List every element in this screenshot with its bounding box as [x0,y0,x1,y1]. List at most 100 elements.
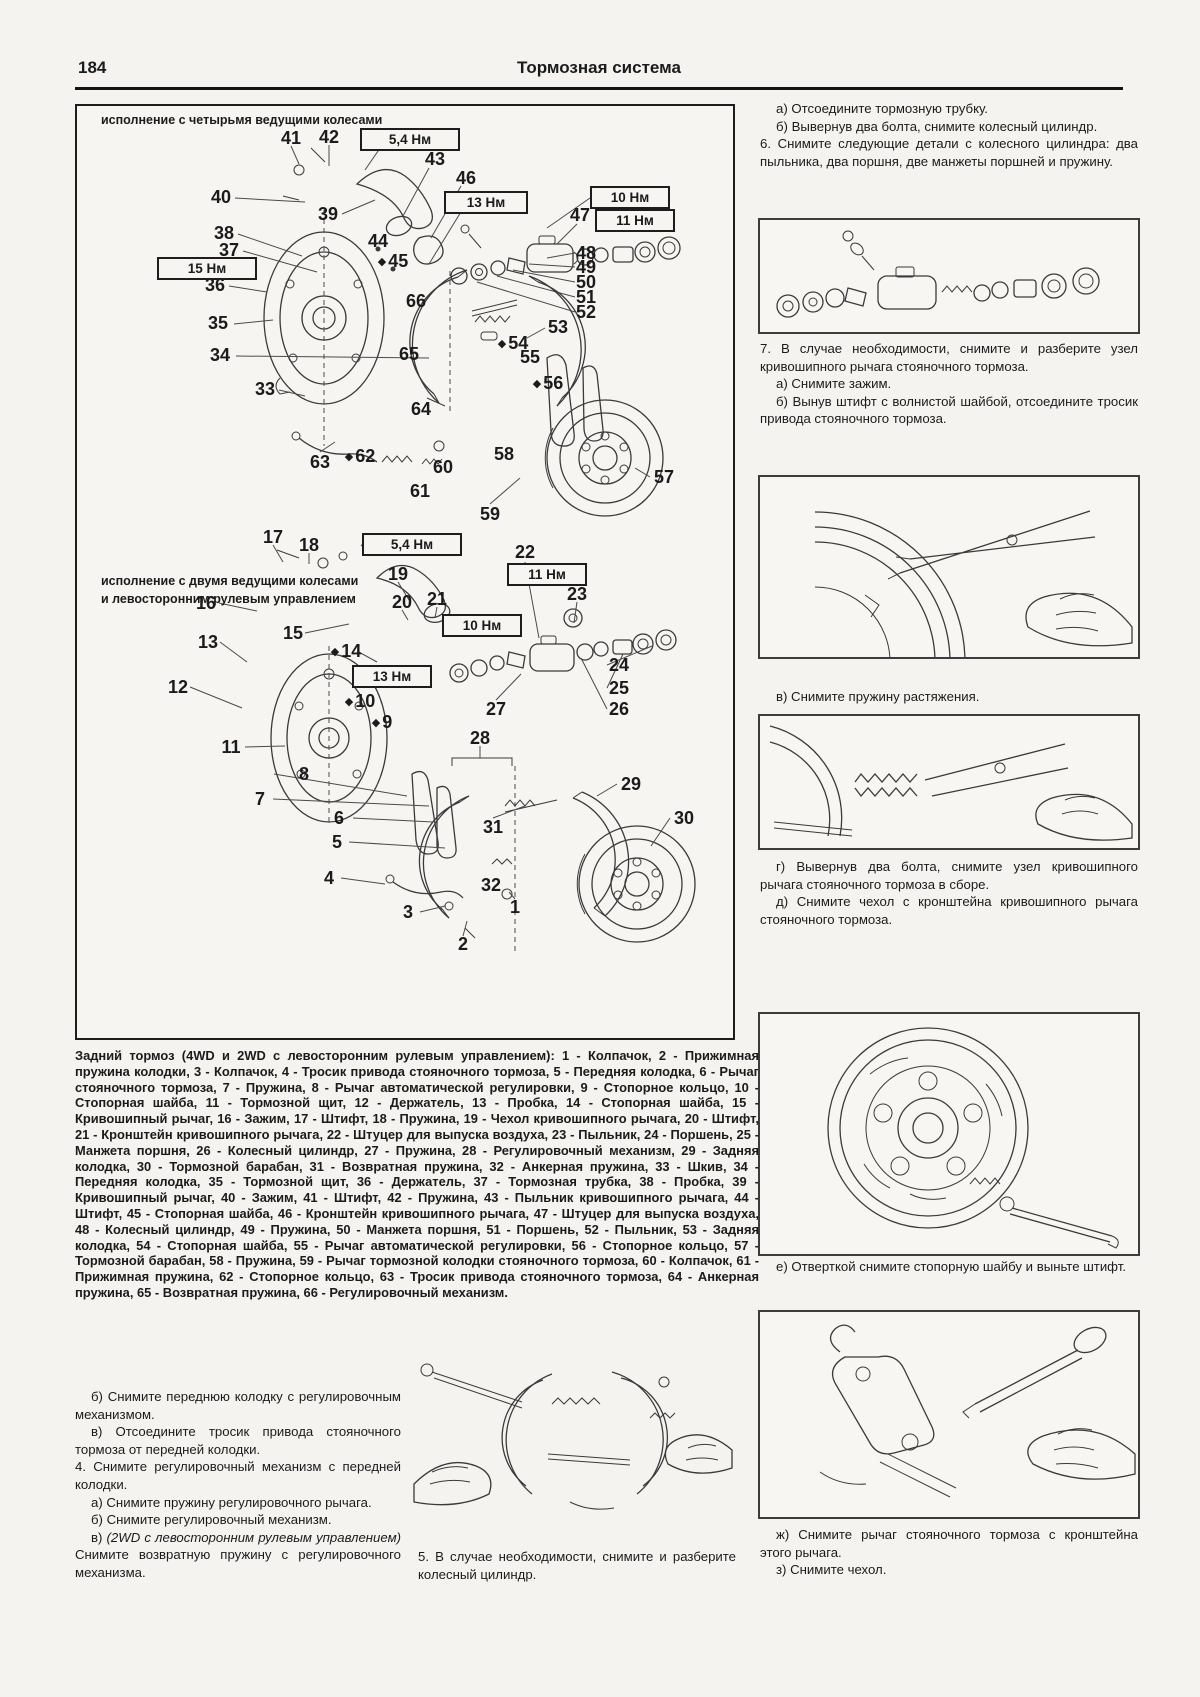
right-instructions-4: г) Вывернув два болта, снимите узел крив… [760,858,1138,928]
torque-label: 5,4 Нм [362,533,462,556]
callout-53: 53 [547,317,569,337]
legend-caption-text: Задний тормоз (4WD и 2WD с левосторонним… [75,1048,759,1300]
callout-62: ◆62 [344,446,376,466]
diagram-label-4wd: исполнение с четырьмя ведущими колесами [101,113,383,127]
callout-9: ◆9 [371,712,393,732]
callout-43: 43 [424,149,446,169]
callout-58: 58 [493,444,515,464]
callout-65: 65 [398,344,420,364]
torque-label: 15 Нм [157,257,257,280]
callout-44: 44 [367,231,389,251]
figure-clip-pin-removal [758,475,1140,659]
torque-label: 11 Нм [507,563,587,586]
instruction-line: г) Вывернув два болта, снимите узел крив… [760,859,1138,892]
right-instructions-2: 7. В случае необходимости, снимите и раз… [760,340,1138,428]
callout-10: ◆10 [344,691,376,711]
instruction-line: б) Вывернув два болта, снимите колесный … [776,118,1098,134]
callout-30: 30 [673,808,695,828]
callout-52: 52 [575,302,597,322]
callout-56: ◆56 [532,373,564,393]
callout-35: 35 [207,313,229,333]
callout-60: 60 [432,457,454,477]
callout-16: 16 [195,593,217,613]
torque-label: 5,4 Нм [360,128,460,151]
instruction-line: в) Отсоедините тросик привода стояночног… [75,1424,401,1457]
callout-26: 26 [608,699,630,719]
callout-4: 4 [323,868,335,888]
callout-25: 25 [608,678,630,698]
callout-39: 39 [317,204,339,224]
callout-33: 33 [254,379,276,399]
callout-28: 28 [469,728,491,748]
instruction-line: 7. В случае необходимости, снимите и раз… [760,341,1138,374]
rear-brake-exploded-diagram: исполнение с четырьмя ведущими колесами … [75,104,735,1040]
callout-22: 22 [514,542,536,562]
instruction-line: 6. Снимите следующие детали с колесного … [760,136,1138,169]
callout-29: 29 [620,774,642,794]
callout-8: 8 [298,764,310,784]
callout-19: 19 [387,564,409,584]
callout-41: 41 [280,128,302,148]
page-title: Тормозная система [517,58,681,77]
instruction-line: д) Снимите чехол с кронштейна кривошипно… [760,894,1138,927]
callout-51: 51 [575,287,597,307]
callout-45: ◆45 [377,251,409,271]
torque-label: 10 Нм [442,614,522,637]
callout-12: 12 [167,677,189,697]
page-number: 184 [78,58,107,77]
callout-49: 49 [575,257,597,277]
torque-label: 13 Нм [444,191,528,214]
callout-13: 13 [197,632,219,652]
callout-3: 3 [402,902,414,922]
callout-66: 66 [405,291,427,311]
callout-17: 17 [262,527,284,547]
right-instructions-1: а) Отсоедините тормозную трубку. б) Вывер… [760,100,1138,170]
callout-38: 38 [213,223,235,243]
torque-label: 10 Нм [590,186,670,209]
right-instructions-6: ж) Снимите рычаг стояночного тормоза с к… [760,1526,1138,1579]
callout-55: 55 [519,347,541,367]
legend-caption: Задний тормоз (4WD и 2WD с левосторонним… [75,1048,759,1301]
instruction-line: б) Вынув штифт с волнистой шайбой, отсое… [760,393,1138,427]
callout-21: 21 [426,589,448,609]
callout-64: 64 [410,399,432,419]
torque-label: 11 Нм [595,209,675,232]
instruction-line: а) Снимите зажим. [776,376,892,392]
callout-40: 40 [210,187,232,207]
callout-1: 1 [509,897,521,917]
brake-diagram-drawing [189,137,696,951]
callout-11: 11 [221,737,241,757]
callout-32: 32 [480,875,502,895]
instruction-line: в) Снимите пружину растяжения. [776,689,980,704]
torque-label: 13 Нм [352,665,432,688]
callout-20: 20 [391,592,413,612]
callout-37: 37 [218,240,240,260]
callout-14: ◆14 [330,641,362,661]
callout-47: 47 [569,205,591,225]
callout-2: 2 [457,934,469,954]
figure-wheel-cylinder-removal [402,1332,738,1538]
callout-23: 23 [566,584,588,604]
instruction-line: 5. В случае необходимости, снимите и раз… [418,1549,736,1582]
instruction-line: 4. Снимите регулировочный механизм с пер… [75,1459,401,1492]
right-instructions-5: е) Отверткой снимите стопорную шайбу и в… [760,1258,1138,1276]
callout-50: 50 [575,272,597,292]
callout-57: 57 [653,467,675,487]
figure-parking-lever-removal [758,1310,1140,1519]
figure-brake-backplate [758,1012,1140,1256]
callout-61: 61 [409,481,431,501]
instruction-line: е) Отверткой снимите стопорную шайбу и в… [776,1259,1126,1274]
callout-15: 15 [282,623,304,643]
right-instructions-3: в) Снимите пружину растяжения. [760,688,1138,706]
instruction-line: з) Снимите чехол. [776,1562,887,1578]
callout-27: 27 [485,699,507,719]
instruction-line: ж) Снимите рычаг стояночного тормоза с к… [760,1527,1138,1560]
callout-6: 6 [333,808,345,828]
callout-34: 34 [209,345,231,365]
callout-46: 46 [455,168,477,188]
instruction-line: а) Отсоедините тормозную трубку. [776,101,988,116]
callout-59: 59 [479,504,501,524]
callout-31: 31 [482,817,504,837]
instruction-line: б) Снимите переднюю колодку с регулирово… [75,1389,401,1422]
instruction-line: в) (2WD с левосторонним рулевым управлен… [75,1529,402,1580]
